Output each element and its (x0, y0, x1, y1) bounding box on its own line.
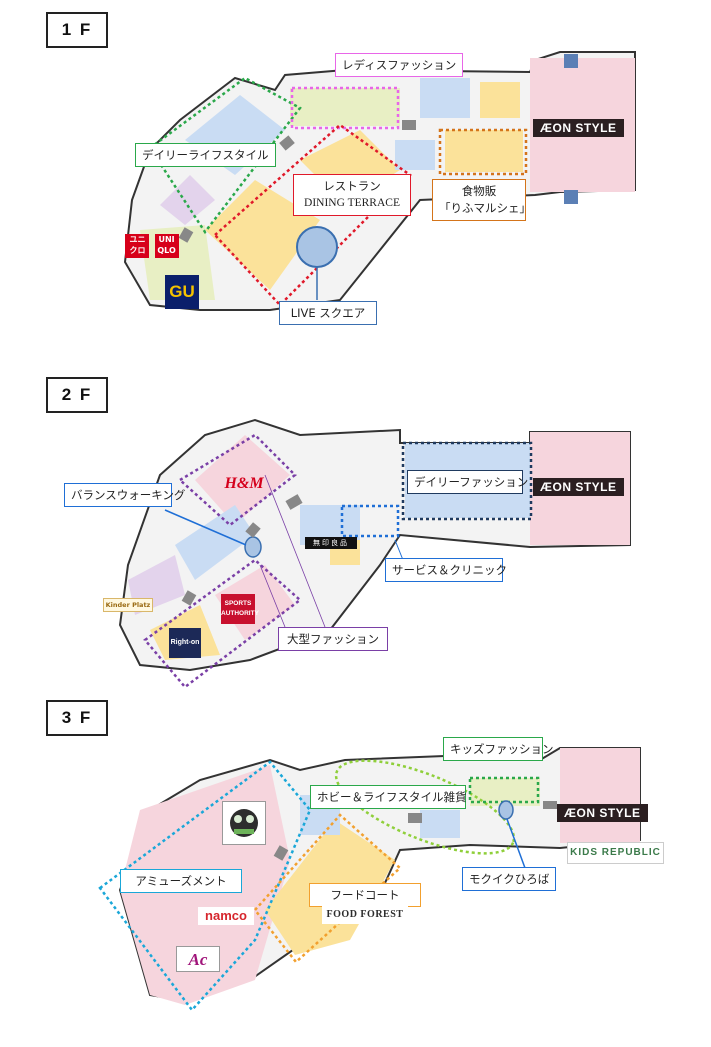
floor-3f-aeon-area (560, 748, 640, 843)
zone-daily-life (148, 76, 302, 235)
callout-hobby-lifestyle: ホビー＆ライフスタイル雑貨 (310, 785, 467, 809)
uniqlo-logo-en: UNI QLO (154, 234, 179, 258)
callout-large-fashion: 大型ファッション (278, 627, 388, 651)
kids-republic-logo: KIDS REPUBLIC (567, 842, 664, 864)
callout-service-clinic: サービス＆クリニック (385, 558, 507, 582)
uniqlo-logo: ユニ クロ UNI QLO (124, 234, 180, 258)
zone-food-court (253, 813, 402, 964)
sports-authority-logo: SPORTS AUTHORITY (221, 594, 259, 624)
zone-hobby (334, 759, 516, 855)
callout-live-square: LIVE スクエア (279, 301, 377, 325)
balance-walking-marker (244, 536, 262, 558)
elevator-icon (564, 190, 578, 204)
callout-food-title: 食物販 (461, 184, 497, 198)
aeon-style-logo-3f: ÆON STYLE (557, 804, 648, 822)
callout-mokuiku: モクイクひろば (462, 867, 556, 891)
right-on-logo: Right-on (169, 628, 201, 658)
callout-ladies-fashion: レディスファッション (335, 53, 464, 77)
callout-restaurant-title: レストラン (323, 179, 381, 193)
live-square-marker (296, 226, 338, 268)
floor-3f-map (98, 747, 641, 1012)
ac-logo: Ac (176, 946, 220, 972)
floor-2f: 2 F ÆON STYLE バランスウォーキング デイリーファッション サービス… (0, 365, 711, 695)
callout-food-court: フードコート (309, 883, 421, 907)
aeon-style-logo-2f: ÆON STYLE (533, 478, 624, 496)
callout-food: 食物販 「りふマルシェ」 (432, 179, 531, 221)
floor-3f: 3 F ÆON STYLE キッズファッション ホビー＆ライフスタイル雑貨 アミ… (0, 700, 711, 1047)
zone-large-fashion-lower (143, 558, 302, 689)
callout-food-sub: 「りふマルシェ」 (439, 201, 531, 215)
zone-food (438, 128, 528, 176)
elevator-icon (564, 54, 578, 68)
callout-restaurant: レストラン DINING TERRACE (293, 174, 411, 216)
gu-logo: GU (165, 275, 199, 309)
callout-amusement: アミューズメント (120, 869, 242, 893)
floor-2f-label: 2 F (46, 377, 108, 413)
floor-1f-label: 1 F (46, 12, 108, 48)
uniqlo-logo-jp: ユニ クロ (125, 234, 150, 258)
zone-large-fashion-upper (177, 433, 297, 527)
floor-1f: 1 F ÆON STYLE レディスファッション デイリーライフスタイル レスト… (0, 0, 711, 340)
callout-kids-fashion: キッズファッション (443, 737, 554, 761)
callout-balance-walking: バランスウォーキング (64, 483, 185, 507)
floor-3f-label: 3 F (46, 700, 108, 736)
callout-daily-lifestyle: デイリーライフスタイル (135, 143, 276, 167)
hm-logo: H&M (224, 475, 264, 492)
zone-service (340, 504, 400, 538)
aeon-style-logo-1f: ÆON STYLE (533, 119, 624, 137)
cinema-logo-art (230, 809, 258, 837)
callout-restaurant-sub: DINING TERRACE (304, 197, 400, 209)
zone-ladies (290, 86, 400, 130)
zone-amusement (98, 760, 312, 1012)
floor-1f-map (123, 51, 636, 311)
namco-logo: namco (198, 907, 254, 925)
callout-daily-fashion: デイリーファッション (407, 470, 528, 494)
food-forest-logo: FOOD FOREST (322, 906, 408, 924)
mokuiku-marker (498, 800, 514, 820)
kinder-platz-logo: Kinder Platz (103, 598, 153, 612)
muji-logo: 無印良品 (305, 537, 357, 549)
